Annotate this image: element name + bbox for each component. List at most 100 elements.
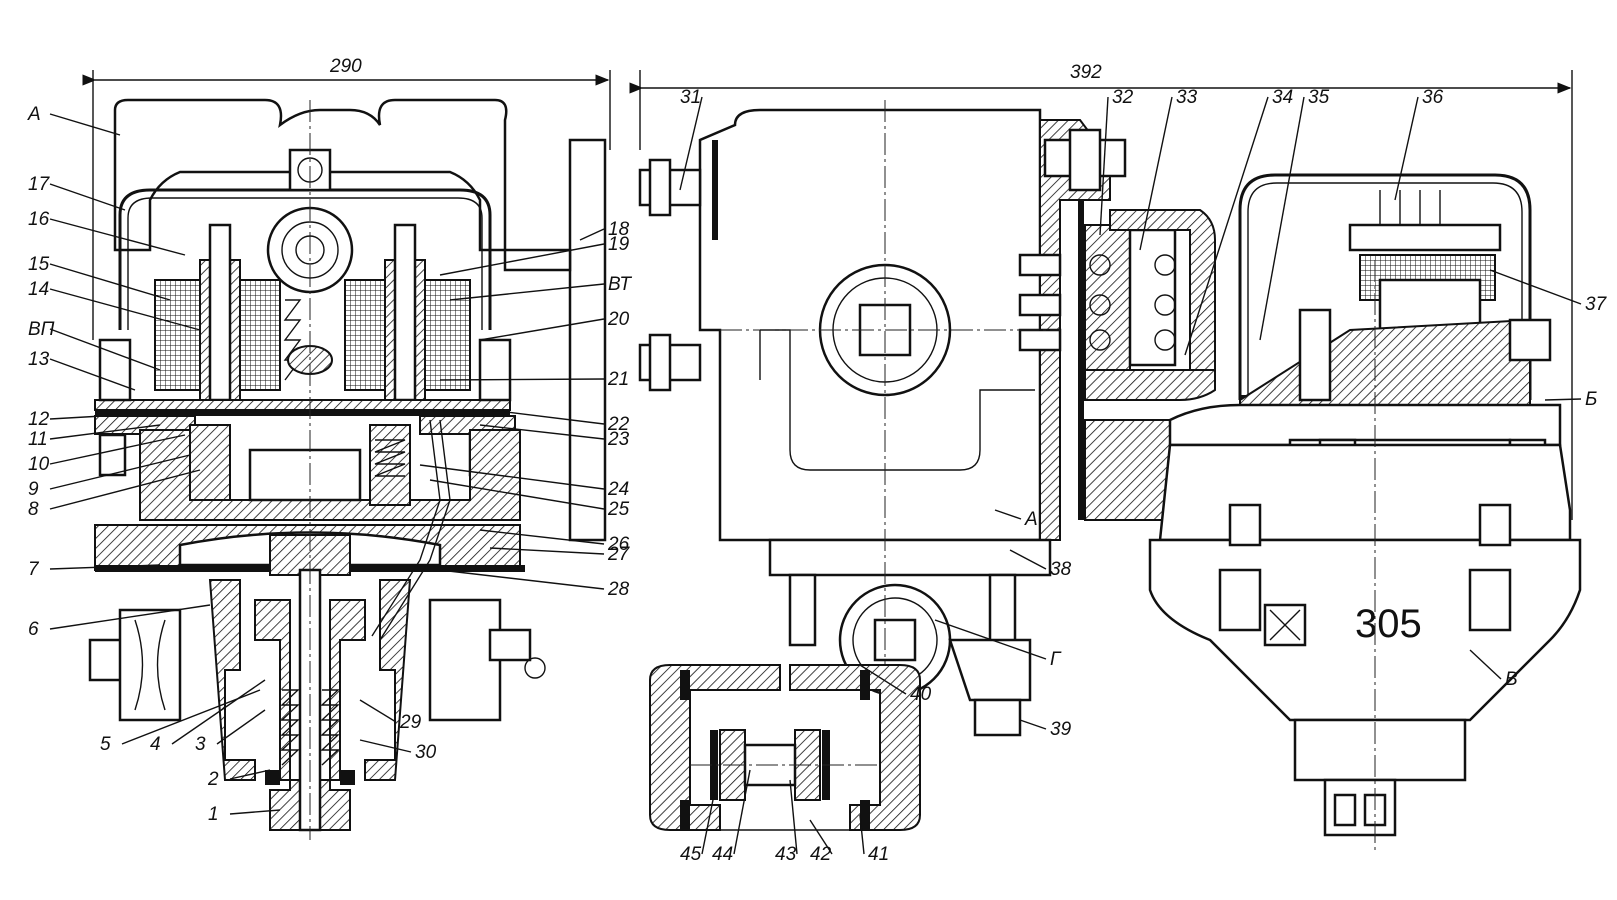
leader-line [489,409,605,425]
part-label: А [1024,509,1038,530]
leader-line [229,769,271,780]
part-label: 12 [28,409,50,430]
leader-line [789,779,798,855]
part-label: 19 [608,234,630,255]
valve-section [649,664,921,831]
part-label: 3 [195,734,206,755]
part-label: 10 [28,454,50,475]
part-label: 20 [607,309,630,330]
leader-line [49,288,201,331]
part-label: 44 [712,844,733,865]
leader-line [489,547,605,555]
leader-line [701,789,716,855]
part-label: 24 [607,479,629,500]
relay-cover [1238,173,1532,400]
leader-line [859,814,865,855]
right-view: 305 [1148,173,1582,850]
part-label: 18 [608,219,630,240]
part-label: 39 [1050,719,1072,740]
leader-line [49,434,186,465]
part-label: 7 [28,559,40,580]
terminal-block [1128,228,1177,367]
part-label: 36 [1422,87,1444,108]
dimension-left: 290 [82,56,611,340]
leader-line [479,318,605,341]
part-label: 42 [810,844,832,865]
leader-line [479,529,605,545]
part-label: 45 [680,844,702,865]
leader-line [49,218,186,256]
leader-line [1019,719,1047,730]
dimension-left-text: 290 [329,56,362,77]
right-coil [344,279,386,391]
part-label: 35 [1308,87,1330,108]
part-label: 6 [28,619,39,640]
leader-line [439,569,605,590]
part-label: 2 [207,769,219,790]
leader-line [1099,96,1109,236]
leader-line [49,424,161,440]
leader-line [49,414,121,420]
leader-line [934,619,1047,660]
part-label: 5 [100,734,111,755]
leader-line [1489,269,1582,305]
part-label: 13 [28,349,50,370]
part-label: 23 [607,429,630,450]
leader-line [419,464,605,490]
left-section-view [88,98,607,840]
part-label: 22 [607,414,630,435]
leader-line [1139,96,1173,251]
leader-line [49,358,136,391]
part-label: 37 [1585,294,1608,315]
part-label: 27 [607,544,631,565]
part-label: 32 [1112,87,1134,108]
middle-view [638,100,1216,737]
part-label: 4 [150,734,161,755]
part-label: В [1505,669,1518,690]
leader-line [1009,549,1047,570]
part-label: Б [1585,389,1597,410]
part-label: 25 [607,499,630,520]
part-label: 34 [1272,87,1293,108]
leader-line [429,479,605,510]
leader-line [1394,96,1419,201]
leader-line [49,328,161,371]
part-label: 11 [28,429,48,450]
left-coil [154,279,201,391]
leader-line [49,564,161,570]
part-label: 33 [1176,87,1198,108]
leader-line [994,509,1022,520]
leader-line [49,113,121,136]
leader-line [733,769,751,855]
part-label: 30 [415,742,437,763]
bottom-bracket [768,538,1052,577]
part-label: 9 [28,479,39,500]
housing-a [113,98,508,252]
base-plate-b [1168,403,1562,447]
leader-line [171,679,266,745]
leader-line [809,819,833,855]
part-label: 16 [28,209,50,230]
part-label: 15 [28,254,50,275]
part-label: 41 [868,844,889,865]
part-label: ВП [28,319,55,340]
part-label: 31 [680,87,701,108]
side-flange-18 [568,138,607,542]
part-label: ВТ [608,274,632,295]
leader-line [1544,398,1582,401]
part-label: 1 [208,804,219,825]
leader-line [49,454,191,490]
part-label: Г [1050,649,1062,670]
stamp-number: 305 [1355,602,1422,646]
leader-line [449,283,605,301]
part-label: 43 [775,844,797,865]
leader-line [359,739,412,753]
leader-line [439,243,605,276]
leader-line [49,263,171,301]
part-label: 21 [607,369,629,390]
dimension-right-text: 392 [1070,62,1102,83]
part-label: 40 [910,684,932,705]
